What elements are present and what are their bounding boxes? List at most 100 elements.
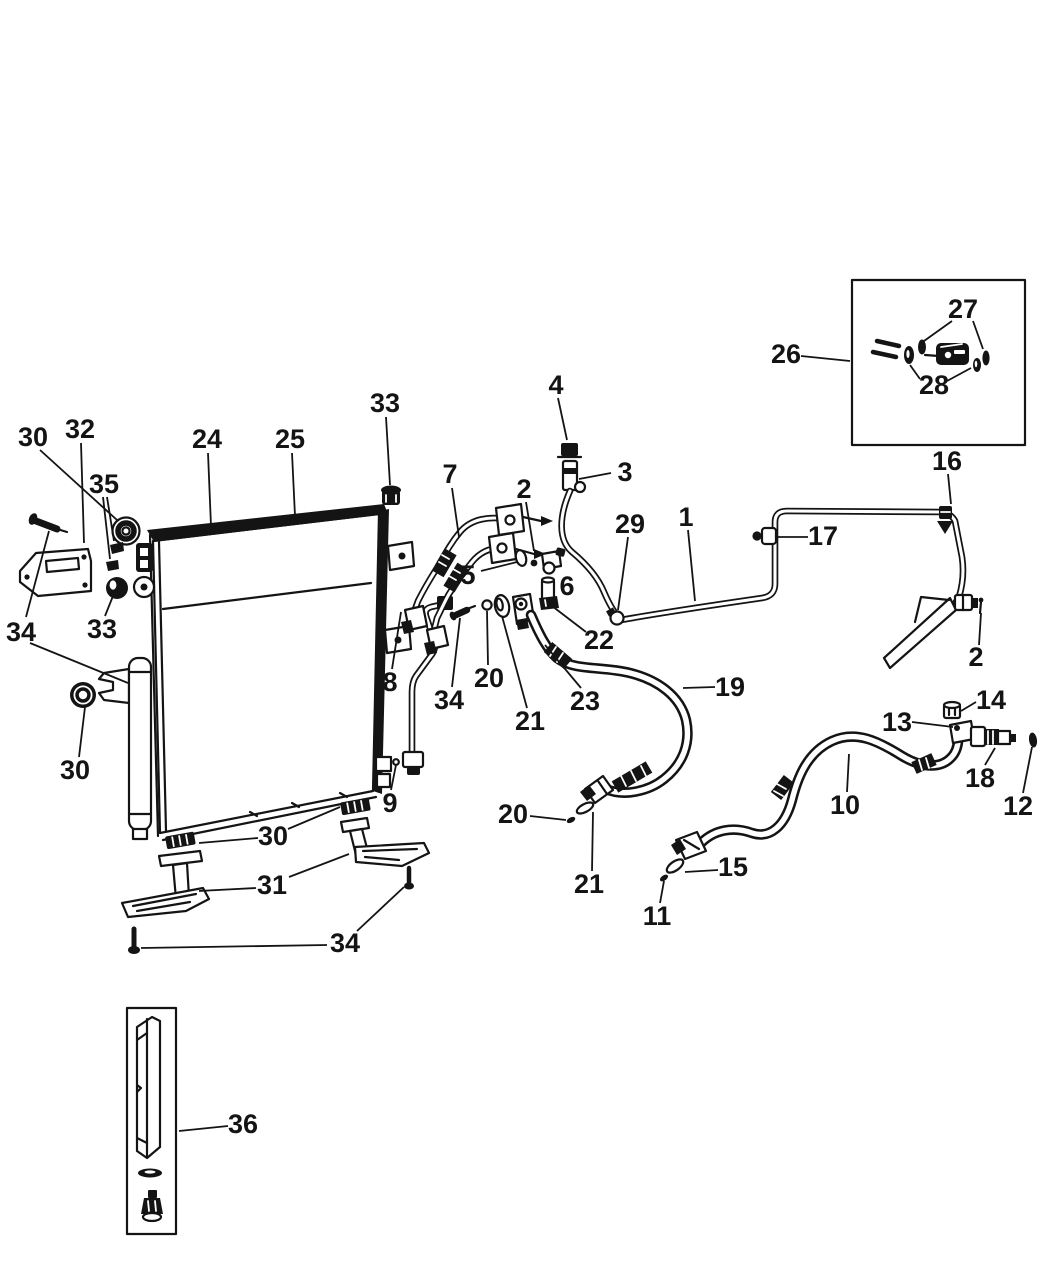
callout-10-34: 10 <box>830 753 860 820</box>
part-number-label: 33 <box>87 614 117 644</box>
callout-30-28: 30 <box>60 706 90 785</box>
part-number-label: 21 <box>574 869 604 899</box>
leader-line <box>684 869 719 873</box>
inset-service-valve <box>850 278 1027 447</box>
callout-17-12: 17 <box>778 521 838 551</box>
part-number-label: 24 <box>192 424 222 454</box>
callout-36-43: 36 <box>178 1109 258 1139</box>
leader-line <box>385 416 391 486</box>
cap-4 <box>561 443 578 456</box>
leader-line <box>557 397 568 441</box>
leader-line <box>207 452 212 527</box>
leader-line <box>104 595 114 617</box>
leader-line <box>659 880 665 904</box>
leader-line <box>356 886 405 932</box>
leader-line <box>1022 746 1033 794</box>
hose-19 <box>531 615 687 824</box>
callout-34-21: 34 <box>6 530 129 684</box>
part-number-label: 19 <box>715 672 745 702</box>
callout-19-26: 19 <box>682 672 745 702</box>
leader-line <box>846 753 850 793</box>
leader-line <box>451 617 461 688</box>
leader-line <box>617 536 629 611</box>
callout-6-18: 6 <box>559 571 574 601</box>
leader-line <box>451 487 460 538</box>
leader-line <box>525 501 535 552</box>
callout-26-14: 26 <box>771 339 851 369</box>
leader-line <box>544 644 582 689</box>
callout-25-5: 25 <box>275 424 305 517</box>
leader-line <box>480 561 518 572</box>
foot-31-left <box>157 849 204 868</box>
washer-5 <box>514 549 528 567</box>
leader-line <box>501 615 528 709</box>
condenser-right-edge <box>373 509 389 794</box>
part-number-label: 6 <box>559 571 574 601</box>
part-number-label: 28 <box>919 370 949 400</box>
part-number-label: 1 <box>678 502 693 532</box>
leader-line <box>29 642 129 684</box>
tube-1 <box>606 506 984 670</box>
leader-line <box>960 701 977 712</box>
filter-valve <box>148 1190 157 1198</box>
stud-9 <box>392 758 400 766</box>
part-number-label: 30 <box>258 821 288 851</box>
part-number-label: 7 <box>442 459 457 489</box>
callout-22-19: 22 <box>551 605 614 655</box>
callout-18-32: 18 <box>965 747 996 793</box>
callout-16-13: 16 <box>932 446 962 505</box>
part-number-label: 22 <box>584 625 614 655</box>
tube-8-bottom-fitting <box>401 750 425 769</box>
callout-23-25: 23 <box>544 644 600 716</box>
clip-35-lower <box>106 560 119 571</box>
callout-27-15: 27 <box>923 294 984 350</box>
valve-body <box>936 343 969 365</box>
callout-28-16: 28 <box>909 364 972 400</box>
clip-17 <box>760 526 778 546</box>
grommet-30-lower <box>70 682 96 708</box>
screw-34 <box>32 517 61 533</box>
leader-line <box>140 944 328 949</box>
washer-27-right <box>982 350 990 366</box>
leader-line <box>78 706 86 758</box>
callout-21-24: 21 <box>501 615 545 736</box>
leader-line <box>391 611 402 670</box>
fitting-22 <box>539 576 559 610</box>
callout-1-11: 1 <box>678 502 696 602</box>
part-number-label: 23 <box>570 686 600 716</box>
leader-line <box>551 605 587 633</box>
fitting-6 <box>540 547 566 575</box>
part-number-label: 34 <box>434 685 464 715</box>
clip-35-upper <box>110 542 124 554</box>
hose-10-end-fitting <box>674 830 708 861</box>
upper-left-hardware <box>18 513 141 599</box>
o-ring-15 <box>665 858 685 874</box>
o-ring-20-lower <box>566 816 576 824</box>
leader-line <box>687 529 696 602</box>
pin-2 <box>978 597 984 603</box>
part-number-label: 4 <box>548 370 563 400</box>
callout-7-7: 7 <box>442 459 460 538</box>
part-number-label: 35 <box>89 469 119 499</box>
part-number-label: 9 <box>382 788 397 818</box>
leader-line <box>911 721 954 728</box>
clip-30-right <box>340 797 371 816</box>
callout-13-31: 13 <box>882 707 954 737</box>
part-number-label: 33 <box>370 388 400 418</box>
leader-line <box>25 530 50 618</box>
part-number-label: 2 <box>968 642 983 672</box>
part-number-label: 25 <box>275 424 305 454</box>
callout-33-3: 33 <box>370 388 400 486</box>
hose-7 <box>401 502 553 655</box>
part-number-label: 20 <box>474 663 504 693</box>
callout-32-1: 32 <box>65 414 95 544</box>
mounting-feet <box>120 797 431 954</box>
part-number-label: 36 <box>228 1109 258 1139</box>
callout-34-41: 34 <box>140 886 405 958</box>
leader-line <box>578 472 612 480</box>
part-number-label: 16 <box>932 446 962 476</box>
part-number-label: 30 <box>18 422 48 452</box>
